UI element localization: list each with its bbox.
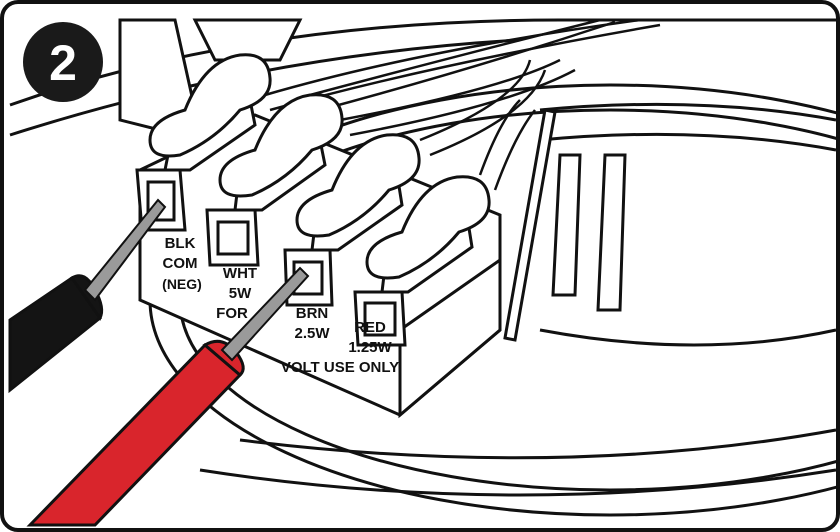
black-probe: [8, 198, 167, 394]
label-brn-watt: 2.5W: [294, 325, 330, 342]
step-badge: 2: [23, 22, 103, 102]
label-footer-right: VOLT USE ONLY: [281, 359, 399, 376]
terminal-block-side: [398, 257, 502, 419]
label-wht: WHT: [223, 265, 257, 282]
label-footer-left: FOR: [216, 305, 248, 322]
label-wht-watt: 5W: [229, 285, 252, 302]
label-red-watt: 1.25W: [348, 339, 392, 356]
housing-vents: [503, 108, 627, 342]
lever-com: [148, 53, 272, 172]
red-probe: [26, 266, 310, 527]
terminal-labels: BLK COM (NEG) WHT 5W BRN 2.5W RED 1.25W …: [162, 235, 399, 376]
step-number: 2: [49, 35, 77, 91]
label-blk: BLK: [165, 235, 196, 252]
lever-brn: [295, 133, 421, 252]
lead-wires: [264, 18, 661, 191]
step-badge-circle: [23, 22, 103, 102]
label-com: COM: [163, 255, 198, 272]
socket-wht: [205, 208, 260, 267]
label-brn: BRN: [296, 305, 329, 322]
terminal-levers: [148, 53, 491, 294]
lever-red: [365, 175, 491, 294]
label-neg: (NEG): [162, 276, 202, 292]
black-probe-tip: [83, 198, 167, 302]
label-red: RED: [354, 319, 386, 336]
lever-wht: [218, 93, 344, 212]
red-probe-tip: [220, 266, 310, 362]
housing-bracket: [118, 18, 303, 132]
